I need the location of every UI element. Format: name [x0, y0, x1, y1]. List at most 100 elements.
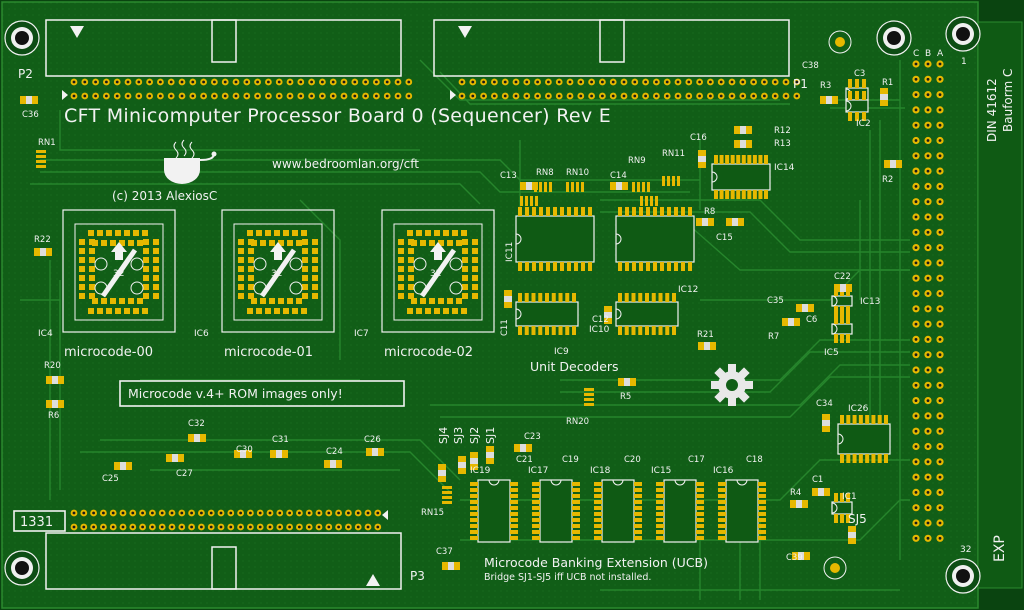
row-label-c: C [913, 49, 919, 59]
ref-ic19: IC19 [470, 466, 491, 476]
ref-ic16: IC16 [713, 466, 734, 476]
ref-c24: C24 [326, 447, 343, 457]
p1-connector-key [599, 19, 625, 63]
ref-r21: R21 [697, 330, 714, 340]
ref-c23: C23 [524, 432, 541, 442]
p2-label: P2 [18, 67, 33, 81]
ref-rn11: RN11 [662, 149, 685, 159]
ref-c12: C12 [592, 315, 609, 325]
din-label: DIN 41612 [985, 78, 999, 142]
plcc-ref-ic6: IC6 [194, 329, 209, 339]
ref-c17: C17 [688, 455, 705, 465]
warning-box [119, 380, 405, 407]
ref-ic13: IC13 [860, 297, 880, 307]
pin-last-label: 32 [960, 545, 971, 555]
exp-label: EXP [992, 535, 1008, 562]
ref-c36: C36 [22, 110, 39, 120]
ref-ic14: IC14 [774, 163, 795, 173]
ref-c37: C37 [436, 547, 453, 557]
pin-first-label: 1 [961, 57, 967, 67]
ref-sj4: SJ4 [437, 427, 450, 444]
warning-text: Microcode v.4+ ROM images only! [128, 386, 343, 401]
ref-c34: C34 [816, 399, 833, 409]
p3-connector-key [211, 546, 237, 590]
ref-c25: C25 [102, 474, 119, 484]
row-label-a: A [937, 49, 944, 59]
board-number-box [13, 510, 66, 532]
ref-ic2: IC2 [856, 119, 871, 129]
ucb-title: Microcode Banking Extension (UCB) [484, 555, 708, 570]
ref-c15: C15 [716, 233, 733, 243]
ref-c13: C13 [500, 171, 517, 181]
gear-logo-icon [711, 364, 753, 406]
ref-rn20: RN20 [566, 417, 589, 427]
plcc-ref-ic4: IC4 [38, 329, 53, 339]
p2-pin1-arrow [70, 26, 84, 38]
ref-c1: C1 [812, 475, 823, 485]
p3-label: P3 [410, 569, 425, 583]
plcc-label-02: microcode-02 [384, 345, 473, 360]
p1-row-arrow [450, 90, 456, 100]
plcc-pins-ic4: 32 [113, 269, 124, 279]
ref-ic15: IC15 [651, 466, 671, 476]
p2-connector-key [211, 19, 237, 63]
ref-r20: R20 [44, 361, 61, 371]
ref-r22: R22 [34, 235, 51, 245]
ref-ic11: IC11 [505, 242, 515, 262]
ic-chips [470, 79, 891, 543]
ref-ic17: IC17 [528, 466, 548, 476]
ref-ic10: IC10 [589, 325, 610, 335]
ref-c38: C38 [802, 61, 819, 71]
ref-c39: C39 [786, 553, 803, 563]
ref-r7: R7 [768, 332, 779, 342]
ref-c20: C20 [624, 455, 641, 465]
ref-c3: C3 [854, 69, 865, 79]
ref-c14: C14 [610, 171, 627, 181]
ref-c32: C32 [188, 419, 205, 429]
ref-c6: C6 [806, 315, 817, 325]
plcc-sockets [62, 209, 495, 333]
plcc-pins-ic7: 32 [430, 269, 441, 279]
p2-row-arrow [62, 90, 68, 100]
ref-rn8: RN8 [536, 168, 554, 178]
ref-ic1: IC1 [842, 492, 857, 502]
mounting-holes [4, 16, 981, 594]
ref-rn15: RN15 [421, 508, 444, 518]
ref-r2: R2 [882, 175, 893, 185]
ref-sj1: SJ1 [484, 427, 497, 444]
row-label-b: B [925, 49, 931, 59]
unit-decoders-label: Unit Decoders [530, 359, 619, 374]
ref-r1: R1 [882, 78, 893, 88]
ref-ic9: IC9 [554, 347, 569, 357]
ref-ic5: IC5 [824, 348, 839, 358]
smd-passives [20, 88, 902, 570]
ref-ic18: IC18 [590, 466, 611, 476]
ref-c30: C30 [236, 445, 253, 455]
p1-pin1-arrow [458, 26, 472, 38]
ref-sj5: SJ5 [848, 512, 867, 526]
ref-rn9: RN9 [628, 156, 646, 166]
ref-sj2: SJ2 [468, 427, 481, 444]
ref-c27: C27 [176, 469, 193, 479]
ref-c19: C19 [562, 455, 579, 465]
ref-c18: C18 [746, 455, 763, 465]
edge-connector-tab [977, 21, 1023, 589]
board-url: www.bedroomlan.org/cft [272, 157, 419, 171]
ref-r3: R3 [820, 81, 831, 91]
plcc-label-00: microcode-00 [64, 345, 153, 360]
ref-c11: C11 [500, 319, 510, 336]
board-copyright: (c) 2013 AlexiosC [112, 189, 217, 203]
ref-c35: C35 [767, 296, 784, 306]
p1-label: P1 [793, 77, 808, 91]
ucb-note: Bridge SJ1-SJ5 iff UCB not installed. [484, 572, 651, 583]
ref-r6: R6 [48, 411, 59, 421]
ref-r12: R12 [774, 126, 791, 136]
bauform-label: Bauform C [1001, 69, 1015, 132]
plcc-ref-ic7: IC7 [354, 329, 369, 339]
connector-pins [70, 60, 944, 542]
board-title: CFT Minicomputer Processor Board 0 (Sequ… [64, 105, 611, 127]
ref-r5: R5 [620, 392, 631, 402]
ref-ic12: IC12 [678, 285, 698, 295]
ref-r8: R8 [704, 207, 715, 217]
